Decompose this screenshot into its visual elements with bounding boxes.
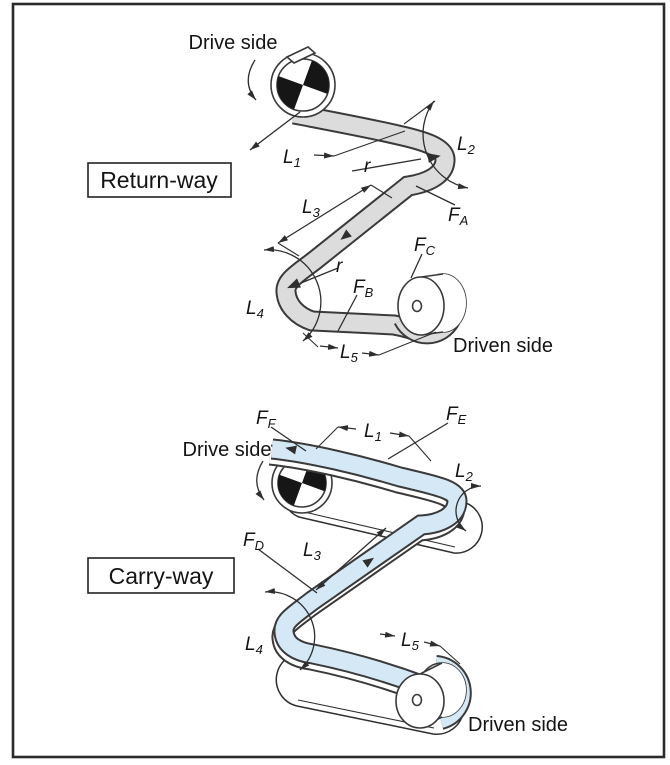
l2-dim-arc	[455, 483, 482, 532]
belt-direction-arrow-top	[285, 445, 297, 455]
r-top-arrowhead	[427, 153, 441, 163]
l3-dim-line	[277, 184, 372, 244]
fd-leader	[257, 548, 318, 594]
return-belt	[275, 103, 456, 348]
l4-dim-arc	[263, 246, 322, 342]
carry-dimensions	[257, 422, 482, 671]
return-rotation-arrow	[247, 59, 257, 101]
l5-right-extension	[378, 331, 437, 356]
force-label-ff: FF	[256, 408, 277, 431]
force-label-fa: FA	[448, 205, 468, 228]
l1-left-extension	[315, 426, 339, 450]
carry-way-diagram: FF Drive side L1 FE L2 FD L3 Carry-way L…	[87, 404, 568, 736]
return-drive-side-label: Drive side	[189, 32, 278, 54]
dim-label-l4: L4	[246, 298, 264, 321]
pulley-axle-hole	[411, 693, 423, 707]
return-driven-side-label: Driven side	[453, 335, 553, 357]
force-label-fb: FB	[353, 277, 374, 300]
l5-left-extension	[302, 332, 319, 348]
belt-end-tab	[285, 46, 317, 64]
radius-label-bottom: r	[336, 256, 343, 277]
radius-label-top: r	[364, 156, 371, 177]
dim-label-l4: L4	[245, 634, 263, 657]
l5-right-extension	[439, 645, 461, 665]
dim-label-l2: L2	[455, 461, 474, 484]
l1-dim-left	[249, 111, 301, 151]
l5-dim-left	[379, 631, 396, 638]
l1-dim-right	[389, 431, 410, 438]
dim-label-l5: L5	[401, 630, 420, 653]
l3-dim-line	[315, 527, 387, 591]
carry-title-box	[87, 557, 235, 594]
fe-leader	[387, 422, 449, 460]
return-title-box	[87, 162, 232, 198]
r-top-line	[351, 158, 422, 172]
l1-extension	[333, 130, 406, 157]
carry-rotation-arrow	[255, 460, 265, 501]
dim-label-l2: L2	[457, 134, 476, 157]
force-label-fe: FE	[446, 404, 467, 427]
return-driven-pulley	[393, 273, 467, 345]
belt-direction-arrow-diagonal	[362, 557, 375, 568]
dim-label-l5: L5	[340, 342, 359, 365]
return-way-diagram: Drive side Return-way L1 r L2 FA L3 r FB…	[87, 32, 553, 365]
dim-label-l3: L3	[302, 197, 321, 220]
force-label-fc: FC	[414, 235, 436, 258]
carry-driven-pulley	[395, 655, 472, 730]
force-label-fd: FD	[243, 530, 264, 553]
fb-leader	[337, 294, 358, 332]
carry-driven-side-label: Driven side	[468, 714, 568, 736]
checker-wedge-sw	[277, 76, 303, 110]
l5-dim-right	[423, 640, 441, 647]
fa-leader	[415, 185, 456, 206]
l5-dim-left	[319, 343, 339, 350]
carry-drive-side-label: Drive side	[183, 439, 272, 461]
ff-leader	[270, 426, 307, 452]
belt-direction-arrow	[340, 229, 352, 240]
return-drive-pulley	[270, 46, 336, 118]
l1-dim-right	[313, 152, 335, 159]
dim-label-l1: L1	[283, 147, 301, 170]
l4-dim-arc	[264, 587, 316, 671]
return-dimensions	[249, 100, 469, 357]
return-title: Return-way	[100, 167, 218, 193]
l1-dim-left	[337, 425, 357, 432]
pulley-axle-hole	[411, 299, 423, 313]
dim-label-l3: L3	[303, 540, 322, 563]
l1-right-extension	[408, 435, 432, 462]
checker-wedge-sw	[277, 474, 302, 506]
l5-dim-right	[361, 350, 380, 357]
dim-label-l1: L1	[364, 421, 382, 444]
fc-leader	[410, 253, 423, 279]
checker-wedge-ne	[303, 60, 329, 94]
carry-title: Carry-way	[109, 563, 214, 589]
carry-belt	[268, 438, 468, 702]
l2-dim-arc	[422, 100, 469, 190]
